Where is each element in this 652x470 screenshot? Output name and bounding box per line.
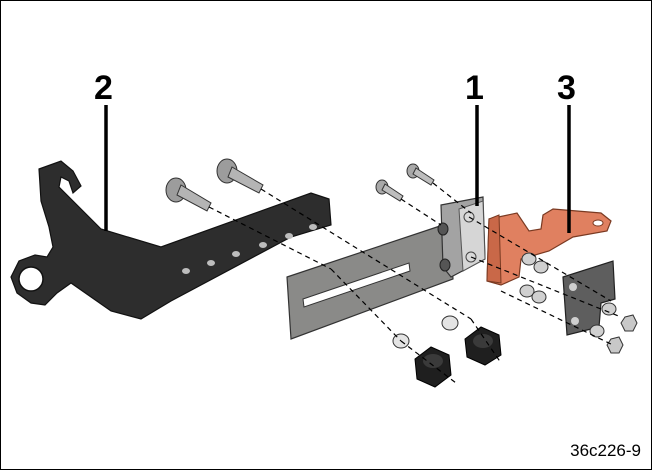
callout-1: 1 (465, 69, 484, 107)
dark-bracket (10, 160, 332, 320)
clamp-plate (562, 260, 616, 336)
copper-bracket (486, 208, 612, 286)
figure-reference: 36c226-9 (570, 441, 641, 460)
knob-upper (464, 326, 502, 366)
assembly-lines (208, 182, 622, 384)
bolt-right (216, 158, 264, 194)
callout-2: 2 (94, 69, 113, 107)
bolt-left (165, 177, 212, 212)
knob-lower (414, 346, 452, 388)
small-screw-left (375, 179, 404, 202)
small-screw-right (406, 163, 435, 186)
nuts (606, 314, 638, 354)
callout-3: 3 (557, 69, 576, 107)
slotted-plate (286, 196, 486, 340)
